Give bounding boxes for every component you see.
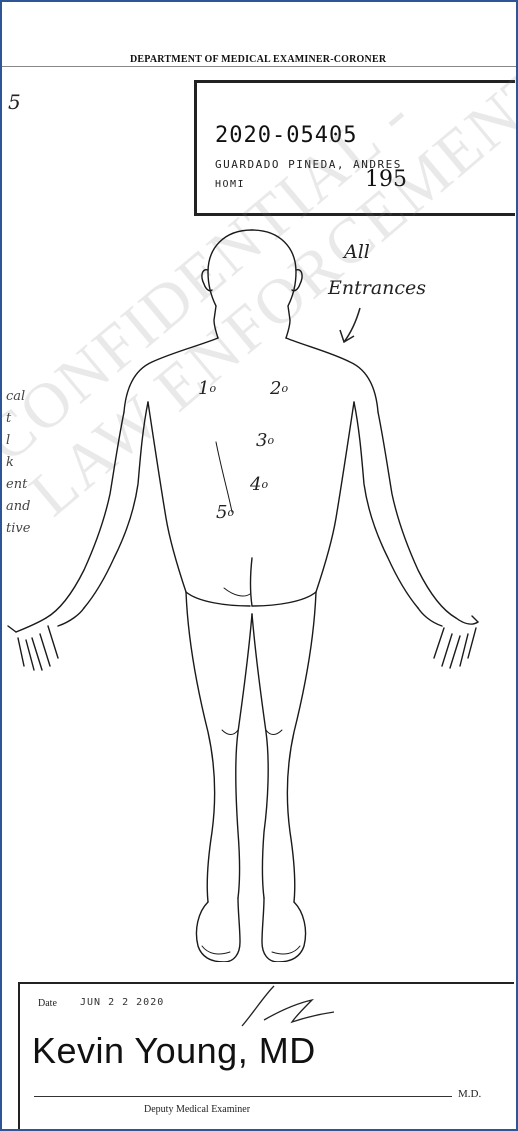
- date-stamp: JUN 2 2 2020: [80, 997, 164, 1008]
- examiner-title: Deputy Medical Examiner: [144, 1104, 250, 1115]
- annotation-line-1: All: [328, 234, 488, 270]
- right-foot: [262, 898, 306, 962]
- signature-scribble: [234, 982, 344, 1032]
- body-outline-diagram: [2, 222, 516, 962]
- md-suffix: M.D.: [458, 1088, 481, 1100]
- wound-label-3: 3o: [256, 430, 274, 451]
- annotation-line-2: Entrances: [328, 270, 488, 306]
- head-outline: [208, 230, 252, 338]
- handwritten-annotation: All Entrances: [328, 234, 488, 306]
- annotation-arrow-icon: [336, 306, 366, 346]
- wound-label-2: 2o: [270, 378, 288, 399]
- wound-label-1: 1o: [198, 378, 216, 399]
- wound-label-4: 4o: [250, 474, 268, 495]
- wound-label-5: 5o: [216, 502, 234, 523]
- examiner-name: Kevin Young, MD: [32, 1030, 316, 1072]
- department-heading: DEPARTMENT OF MEDICAL EXAMINER-CORONER: [130, 54, 386, 65]
- case-code: HOMI: [215, 179, 245, 190]
- corner-handwritten-note: 5: [8, 90, 21, 114]
- signature-line: [34, 1096, 452, 1097]
- signature-block: Date JUN 2 2 2020 Kevin Young, MD M.D. D…: [18, 982, 514, 1130]
- left-foot: [196, 898, 240, 962]
- date-label: Date: [38, 998, 57, 1009]
- cropped-margin-notes: cal t l k ent and tive: [6, 386, 30, 540]
